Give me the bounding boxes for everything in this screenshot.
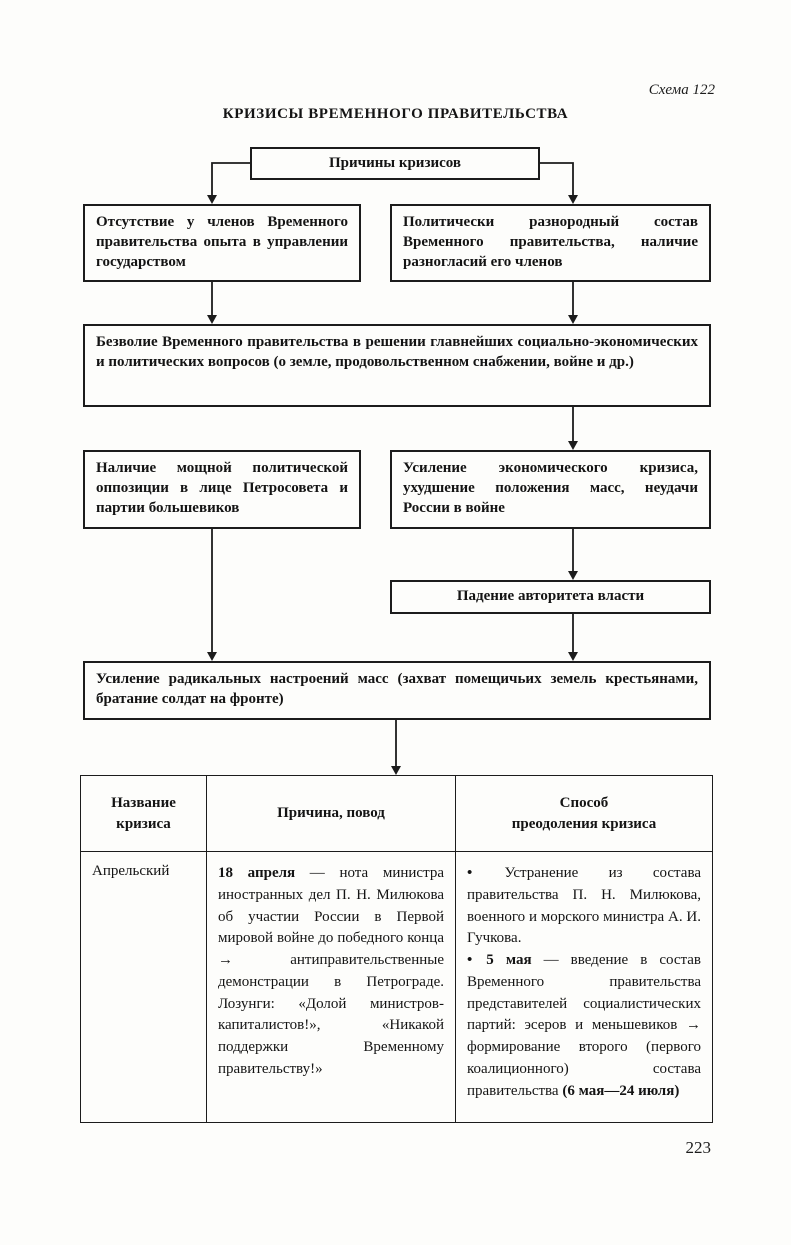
bullet-icon: • [467, 865, 473, 881]
page-title: КРИЗИСЫ ВРЕМЕННОГО ПРАВИТЕЛЬСТВА [222, 106, 569, 122]
box-cause-left: Отсутствие у членов Временного правитель… [83, 204, 361, 282]
bullet-icon: • [467, 952, 473, 968]
column-header-solution: Способ преодоления кризиса [455, 775, 713, 852]
box-weak-will: Безволие Временного правительства в реше… [83, 324, 711, 407]
header-line: Способ [559, 795, 609, 812]
box-radical-moods: Усиление радикальных настроений масс (за… [83, 661, 711, 720]
crisis-name-cell: Апрельский [80, 851, 207, 1123]
box-opposition: Наличие мощной политической оппозиции в … [83, 450, 361, 529]
table-row: Апрельский 18 апреля — нота министра ино… [80, 851, 713, 1123]
page-number: 223 [685, 1138, 712, 1157]
header-line: кризиса [116, 815, 171, 832]
crisis-solution-cell: • Устранение из состава правительства П.… [455, 851, 713, 1123]
header-line: Название [111, 795, 176, 812]
solution-item: • 5 мая — введение в состав Временного п… [467, 950, 701, 1102]
column-header-cause: Причина, повод [206, 775, 456, 852]
solution-item: • Устранение из состава правительства П.… [467, 863, 701, 950]
column-header-crisis-name: Название кризиса [80, 775, 207, 852]
table-header-row: Название кризиса Причина, повод Способ п… [80, 775, 713, 852]
crisis-cause-cell: 18 апреля — нота министра иностранных де… [206, 851, 456, 1123]
solution-text: Устранение из состава правительства П. Н… [467, 865, 701, 947]
header-line: преодоления кризиса [511, 815, 657, 832]
box-cause-right: Политически разнородный состав Временног… [390, 204, 711, 282]
header-line: Причина, повод [277, 805, 385, 822]
solution-text: — введение в состав Временного правитель… [467, 952, 702, 1099]
crisis-table: Название кризиса Причина, повод Способ п… [80, 775, 713, 1123]
box-authority-decline: Падение авторитета власти [390, 580, 711, 614]
box-causes-header: Причины кризисов [250, 147, 540, 180]
solution-date: 5 мая [474, 952, 532, 968]
cause-text: — нота министра иностранных дел П. Н. Ми… [218, 865, 444, 1077]
cause-date: 18 апреля [218, 865, 296, 881]
schema-number-label: Схема 122 [648, 82, 715, 98]
solution-dates-range: (6 мая—24 июля) [562, 1082, 680, 1099]
box-economic-crisis: Усиление экономического кризиса, ухудшен… [390, 450, 711, 529]
